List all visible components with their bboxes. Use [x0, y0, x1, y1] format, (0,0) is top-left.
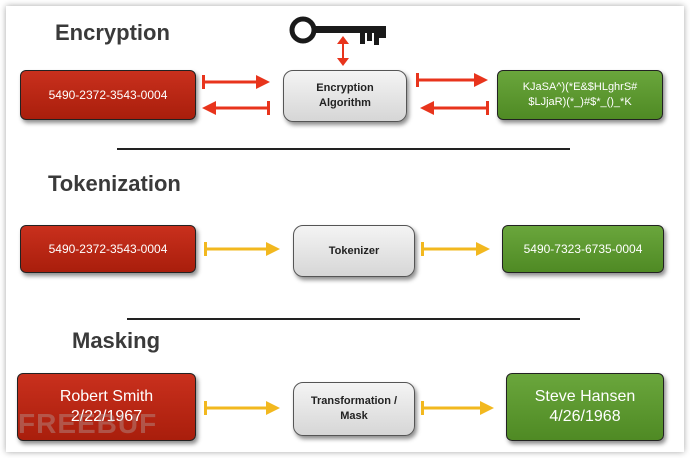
- tokenizer-label: Tokenizer: [328, 245, 380, 257]
- tokenization-input-box: 5490-2372-3543-0004: [20, 225, 196, 273]
- encryption-forward-arrow-right: [416, 73, 488, 87]
- masking-heading: Masking: [72, 328, 161, 353]
- masking-input-box: Robert Smith 2/22/1967: [17, 373, 196, 441]
- tokenization-arrow-left: [204, 242, 280, 256]
- divider-2: [127, 318, 580, 320]
- masking-input-name: Robert Smith: [59, 388, 154, 405]
- encryption-algorithm-line1: Encryption: [316, 82, 374, 94]
- encryption-input-text: 5490-2372-3543-0004: [48, 88, 168, 102]
- masking-output-date: 4/26/1968: [549, 408, 621, 425]
- encryption-output-box: KJaSA^)(*E&$HLghrS# $LJjaR)(*_)#$*_()_*K: [497, 70, 663, 120]
- masking-arrow-left: [204, 401, 280, 415]
- masking-arrow-right: [421, 401, 494, 415]
- encryption-input-box: 5490-2372-3543-0004: [20, 70, 196, 120]
- encryption-algorithm-line2: Algorithm: [319, 97, 371, 109]
- encryption-algorithm-box: Encryption Algorithm: [283, 70, 407, 122]
- encryption-heading: Encryption: [55, 20, 170, 45]
- tokenization-input-text: 5490-2372-3543-0004: [48, 242, 168, 256]
- tokenization-heading: Tokenization: [48, 171, 181, 196]
- transformation-mask-line1: Transformation /: [310, 395, 398, 407]
- tokenizer-box: Tokenizer: [293, 225, 415, 277]
- tokenization-output-text: 5490-7323-6735-0004: [523, 242, 643, 256]
- tokenization-output-box: 5490-7323-6735-0004: [502, 225, 664, 273]
- masking-input-date: 2/22/1967: [70, 408, 143, 425]
- encryption-back-arrow-left: [202, 101, 270, 115]
- masking-output-box: Steve Hansen 4/26/1968: [506, 373, 664, 441]
- watermark: FREEBUF: [18, 408, 158, 439]
- divider-1: [117, 148, 570, 150]
- masking-output-name: Steve Hansen: [534, 388, 636, 405]
- transformation-mask-box: Transformation / Mask: [293, 382, 415, 436]
- transformation-mask-line2: Mask: [340, 410, 368, 422]
- tokenization-arrow-right: [421, 242, 490, 256]
- encryption-back-arrow-right: [420, 101, 489, 115]
- encryption-forward-arrow-left: [202, 75, 270, 89]
- encryption-output-line2: $LJjaR)(*_)#$*_()_*K: [528, 96, 632, 108]
- encryption-output-line1: KJaSA^)(*E&$HLghrS#: [522, 81, 638, 93]
- key-icon: [289, 16, 386, 45]
- key-arrow: [337, 36, 349, 66]
